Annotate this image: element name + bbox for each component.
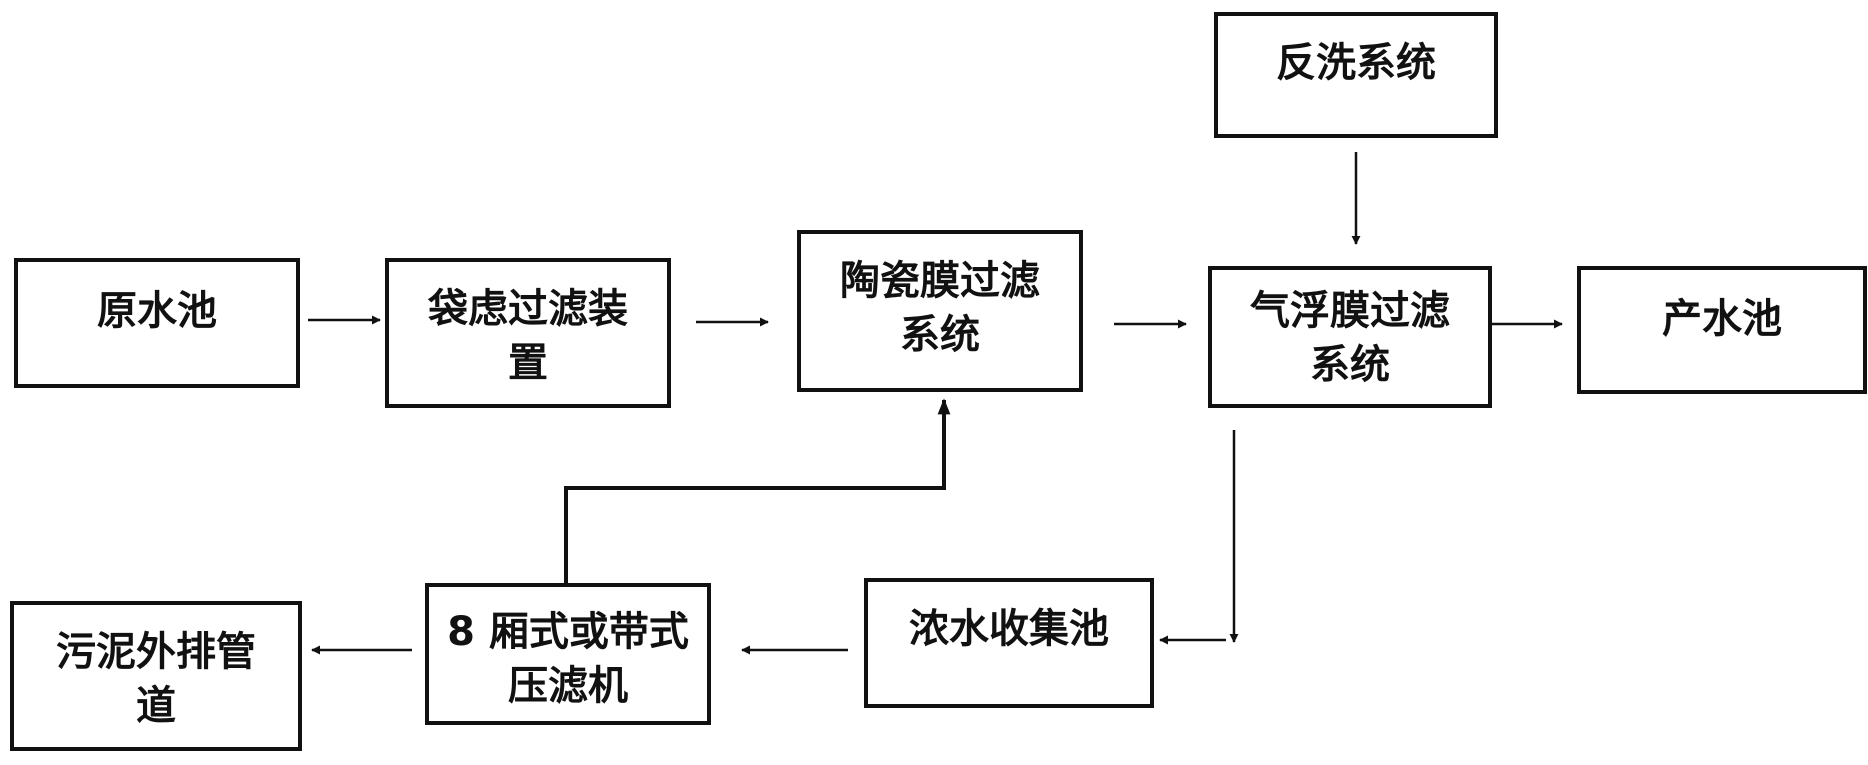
arrow-press-recycle-to-ceramic [564, 398, 951, 583]
raw-water-tank-box: 原水池 [14, 258, 300, 388]
concentrate-tank-label: 浓水收集池 [909, 606, 1109, 652]
bag-filter-label: 袋虑过滤装 置 [428, 286, 628, 386]
product-water-tank-box: 产水池 [1577, 266, 1867, 394]
ceramic-membrane-box: 陶瓷膜过滤 系统 [797, 230, 1083, 392]
raw-water-tank-label: 原水池 [97, 288, 217, 334]
sludge-discharge-label: 污泥外排管 道 [56, 629, 256, 729]
ceramic-membrane-label: 陶瓷膜过滤 系统 [840, 258, 1040, 358]
sludge-discharge-box: 污泥外排管 道 [10, 601, 302, 751]
filter-press-box: 8 厢式或带式 压滤机 [425, 583, 711, 725]
backwash-system-box: 反洗系统 [1214, 12, 1498, 138]
air-flotation-membrane-label: 气浮膜过滤 系统 [1250, 288, 1450, 388]
filter-press-label: 8 厢式或带式 压滤机 [447, 609, 689, 709]
backwash-system-label: 反洗系统 [1276, 40, 1436, 86]
bag-filter-box: 袋虑过滤装 置 [385, 258, 671, 408]
product-water-tank-label: 产水池 [1662, 296, 1782, 342]
air-flotation-membrane-box: 气浮膜过滤 系统 [1208, 266, 1492, 408]
concentrate-tank-box: 浓水收集池 [864, 578, 1154, 708]
